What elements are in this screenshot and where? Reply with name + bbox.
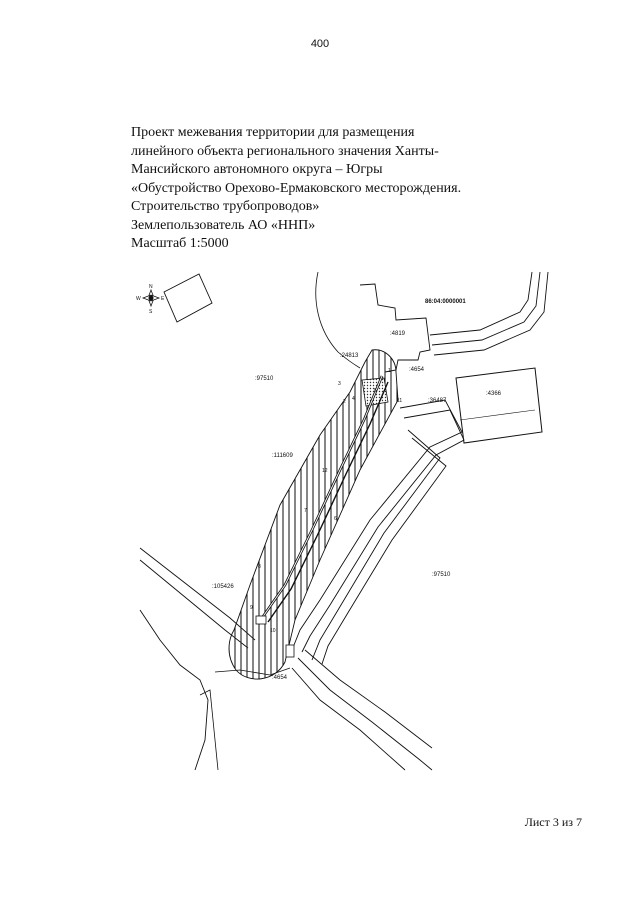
parcel-4819-outline — [359, 283, 431, 373]
road-upper-right — [429, 271, 533, 336]
point-label: 3 — [338, 381, 341, 387]
parcel-label-4366: :4366 — [486, 391, 502, 397]
compass-e: E — [161, 296, 165, 302]
building-outline — [163, 273, 213, 323]
road-upper-right-2 — [431, 271, 541, 346]
title-block: Проект межевания территории для размещен… — [131, 124, 571, 254]
point-label: 10 — [270, 628, 276, 634]
title-line: «Обустройство Орехово-Ермаковского место… — [131, 180, 462, 196]
parcel-label-105426: :105426 — [212, 584, 234, 590]
title-line: Землепользователь АО «ННП» — [131, 217, 316, 233]
quarter-label: 86:04:0000001 — [425, 299, 466, 305]
parcel-label-24813: :24813 — [340, 353, 359, 359]
title-line: линейного объекта регионального значения… — [131, 143, 439, 159]
small-structure-2 — [285, 644, 295, 658]
sheet-number: Лист 3 из 7 — [524, 815, 582, 829]
hatched-easement-area — [228, 349, 399, 680]
road-main-a — [291, 399, 463, 651]
point-label: 12 — [322, 468, 328, 474]
parcel-label-97510a: :97510 — [255, 376, 274, 382]
road-main-b — [301, 409, 465, 653]
road-lower-right-b — [304, 649, 433, 749]
point-label: 8 — [258, 564, 261, 570]
point-label: 1 — [388, 368, 391, 374]
road-main-c — [311, 429, 441, 661]
parcel-label-4819: :4819 — [390, 331, 406, 337]
point-label: 6 — [334, 516, 337, 522]
parcel-label-36487: :36487 — [428, 398, 447, 404]
point-label: 7 — [304, 508, 307, 514]
parcel-lower-left — [139, 609, 209, 771]
road-lower-right-c — [291, 667, 406, 771]
pipeline-route-b — [267, 381, 389, 623]
parcel-boundary-arc — [315, 271, 361, 369]
parcel-label-97510b: :97510 — [432, 572, 451, 578]
point-label: 11 — [397, 398, 402, 404]
compass-s: S — [149, 309, 153, 315]
point-label: 5 — [374, 388, 377, 394]
road-lower-right-a — [297, 657, 433, 771]
parcel-label-4654a: :4654 — [409, 367, 425, 373]
title-line: Мансийского автономного округа – Югры — [131, 162, 383, 177]
title-line: Проект межевания территории для размещен… — [131, 125, 415, 140]
parcel-4366-inner — [459, 409, 536, 421]
road-upper-right-3 — [433, 271, 549, 356]
parcel-lower-left-3 — [199, 689, 219, 771]
title-line: Строительство трубопроводов» — [131, 199, 320, 214]
parcel-label-4654b: :4654 — [272, 675, 288, 681]
point-label: 4 — [352, 396, 355, 402]
parcel-4366-outline — [455, 367, 543, 444]
pipeline-route-inner — [261, 375, 383, 619]
road-main-d — [321, 437, 447, 665]
point-label: 2 — [343, 399, 346, 405]
scale-line: Масштаб 1:5000 — [131, 236, 229, 251]
parcel-label-111609: :111609 — [272, 453, 293, 459]
small-structure — [255, 615, 267, 625]
page-number: 400 — [310, 38, 330, 50]
compass-n: N — [149, 284, 153, 290]
compass-w: W — [136, 296, 141, 302]
point-label: 9 — [250, 605, 253, 611]
compass-icon: N S W E — [136, 284, 165, 315]
